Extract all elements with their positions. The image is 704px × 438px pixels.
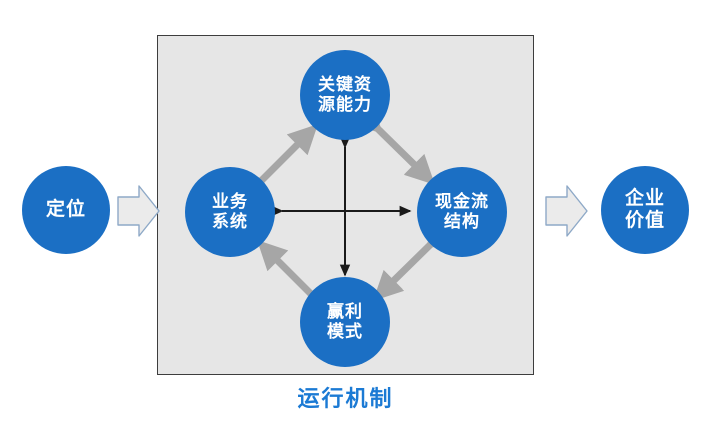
node-key-resource-capability-line-2: 源能力 xyxy=(318,95,372,114)
node-enterprise-value-line-2: 价值 xyxy=(624,210,665,231)
node-enterprise-value[interactable]: 企业 价值 xyxy=(601,166,689,254)
node-profit-model[interactable]: 赢利 模式 xyxy=(300,277,390,367)
node-business-system[interactable]: 业务 系统 xyxy=(185,167,275,257)
node-positioning-line-1: 定位 xyxy=(45,198,86,220)
node-cash-flow-structure-line-2: 结构 xyxy=(444,212,480,231)
node-key-resource-capability-line-1: 关键资 xyxy=(318,75,372,95)
node-positioning[interactable]: 定位 xyxy=(22,166,110,254)
node-profit-model-line-2: 模式 xyxy=(327,322,363,341)
node-business-system-line-2: 系统 xyxy=(212,212,248,231)
node-profit-model-line-1: 赢利 xyxy=(327,302,363,322)
node-key-resource-capability[interactable]: 关键资 源能力 xyxy=(300,50,390,140)
node-business-system-line-1: 业务 xyxy=(212,192,248,212)
block-arrow-right-output xyxy=(545,185,588,237)
block-arrow-right-input xyxy=(117,185,160,237)
mechanism-caption: 运行机制 xyxy=(297,386,394,411)
node-enterprise-value-line-1: 企业 xyxy=(624,187,665,209)
node-cash-flow-structure-line-1: 现金流 xyxy=(435,192,489,212)
node-cash-flow-structure[interactable]: 现金流 结构 xyxy=(417,167,507,257)
